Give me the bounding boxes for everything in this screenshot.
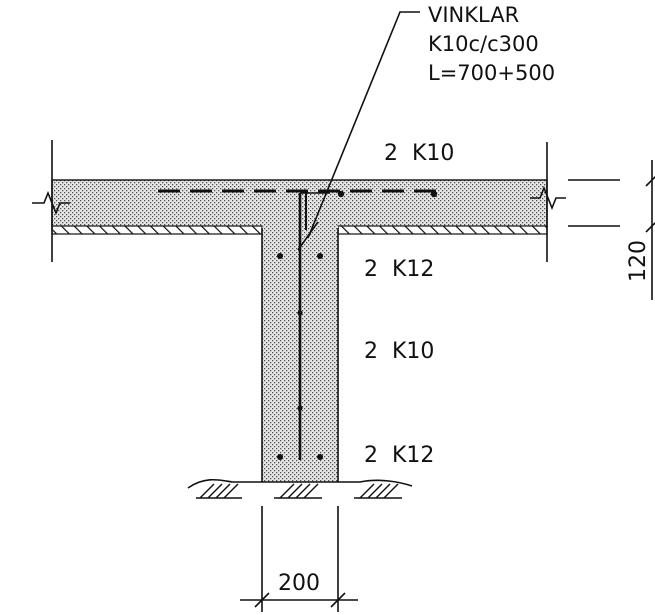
ground-line [187, 478, 413, 489]
dim-web-tick-left [254, 592, 270, 608]
web-rebar-dot [297, 310, 303, 316]
slab-right-break [530, 185, 566, 211]
callout-leader [307, 11, 420, 239]
dim-tick-top [645, 175, 655, 187]
web-rebar-dot [297, 405, 303, 411]
callout-leader-tick [297, 221, 319, 251]
callout-line-1: VINKLAR [428, 3, 519, 27]
web-rebar-dot [317, 253, 323, 259]
dim-label-slab-thickness: 120 [626, 240, 651, 282]
dim-label-web-width: 200 [278, 571, 320, 596]
rebar-label-slab-top: 2 K10 [384, 141, 454, 166]
web-rebar-dot [277, 454, 283, 460]
callout-line-3: L=700+500 [428, 61, 555, 85]
dim-tick-bottom [645, 221, 655, 233]
rebar-label-web-middle: 2 K10 [364, 339, 434, 364]
web-rebar-dot [317, 454, 323, 460]
slab-rebar-dot [337, 190, 345, 198]
slab-bearing-strip [51, 225, 263, 235]
web-rebar-dot [277, 253, 283, 259]
rebar-label-web-lower: 2 K12 [364, 443, 434, 468]
ground-hatch [199, 483, 399, 499]
dim-web-tick-right [330, 592, 346, 608]
slab-left-break [32, 190, 70, 216]
slab-rebar-dot [430, 190, 438, 198]
slab-bearing-strip-right [337, 225, 548, 235]
callout-line-2: K10c/c300 [428, 32, 539, 56]
rebar-label-web-upper: 2 K12 [364, 257, 434, 282]
